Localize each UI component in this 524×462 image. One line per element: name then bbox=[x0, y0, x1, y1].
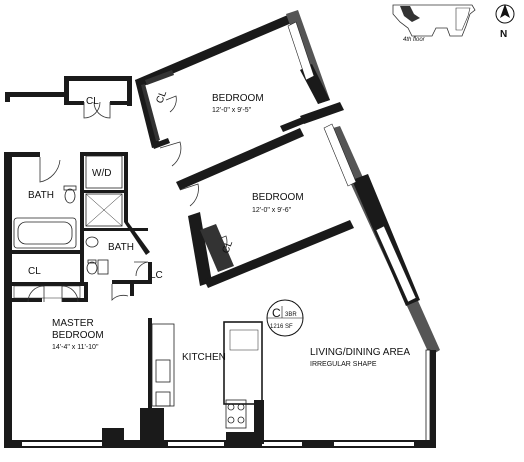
closet-master-name: CL bbox=[28, 266, 41, 277]
shower-icon bbox=[85, 193, 123, 227]
room-labels: BEDROOM 12'-0" x 9'-5" BEDROOM 12'-0" x … bbox=[28, 89, 410, 368]
master-dims: 14'-4" x 11'-10" bbox=[52, 344, 99, 351]
closet-top-name: CL bbox=[86, 96, 99, 107]
bath1-name: BATH bbox=[28, 190, 54, 201]
closet-bedroom1-name: CL bbox=[154, 89, 169, 105]
compass-icon: N bbox=[495, 4, 515, 40]
master-name-line1: MASTER bbox=[52, 318, 94, 329]
windows bbox=[287, 21, 417, 303]
toilet-icon bbox=[64, 188, 76, 204]
wd-name: W/D bbox=[92, 168, 111, 179]
stove-icon bbox=[225, 399, 247, 429]
fridge-icon bbox=[155, 391, 171, 407]
unit-area: 1216 SF bbox=[270, 324, 293, 330]
bathtub-icon bbox=[13, 217, 77, 249]
key-plan-floor-label: 4th floor bbox=[403, 37, 426, 43]
bedroom2-name: BEDROOM bbox=[252, 192, 304, 203]
bath2-name: BATH bbox=[108, 242, 134, 253]
interior-walls bbox=[12, 152, 263, 408]
toilet-icon-2 bbox=[86, 261, 98, 275]
fixtures bbox=[13, 155, 259, 429]
living-name: LIVING/DINING AREA bbox=[310, 347, 410, 358]
unit-badge: C 3BR 1216 SF bbox=[266, 299, 304, 337]
linen-closet-name: LC bbox=[150, 270, 163, 281]
sink-icon bbox=[85, 236, 99, 248]
bedroom1-name: BEDROOM bbox=[212, 93, 264, 104]
door-swings bbox=[27, 95, 228, 303]
compass-north-label: N bbox=[500, 29, 507, 40]
living-note: IRREGULAR SHAPE bbox=[310, 361, 377, 368]
sink-kitchen-icon bbox=[155, 359, 171, 383]
bedroom2-dims: 12'-0" x 9'-6" bbox=[252, 207, 292, 214]
unit-letter: C bbox=[272, 306, 281, 320]
master-name-line2: BEDROOM bbox=[52, 330, 104, 341]
washer-dryer-icon bbox=[85, 155, 123, 189]
kitchen-name: KITCHEN bbox=[182, 352, 226, 363]
unit-bedrooms: 3BR bbox=[285, 312, 297, 318]
key-plan: 4th floor bbox=[392, 4, 476, 43]
bedroom1-dims: 12'-0" x 9'-5" bbox=[212, 107, 252, 114]
closet-bedroom2-name: CL bbox=[220, 239, 235, 255]
